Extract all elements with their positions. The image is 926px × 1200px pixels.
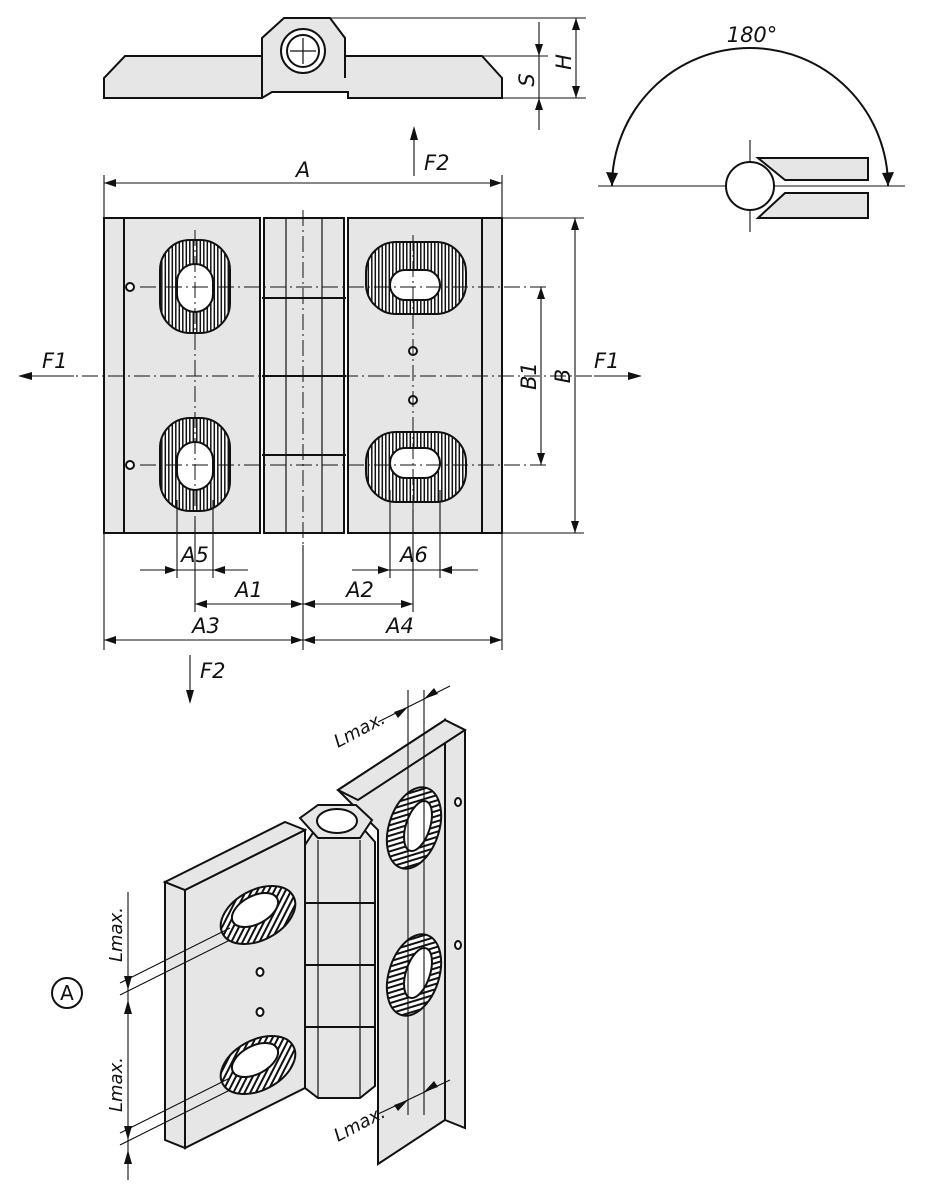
- dim-label-A: A: [294, 158, 310, 182]
- rotation-arc: [611, 47, 889, 187]
- detail-marker-label: A: [60, 981, 74, 1005]
- rotation-view: [598, 47, 905, 232]
- dimension-A: [103, 175, 503, 218]
- dim-label-H: H: [552, 54, 576, 70]
- rotation-leaf-lower: [755, 192, 869, 219]
- lmax-label-top: Lmax.: [330, 708, 388, 752]
- force-label-F1-left: F1: [42, 349, 67, 373]
- iso-right-leaf-side: [444, 718, 466, 1130]
- iso-left-leaf-side: [164, 880, 186, 1150]
- iso-knuckle: [304, 824, 376, 1099]
- dim-label-A6: A6: [398, 543, 428, 567]
- dim-label-A4: A4: [384, 614, 414, 638]
- force-label-F1-right: F1: [594, 349, 619, 373]
- dim-label-A1: A1: [233, 578, 263, 602]
- force-label-F2-bottom: F2: [200, 659, 225, 683]
- force-F1-arrows: [18, 372, 642, 380]
- dim-label-A2: A2: [344, 578, 374, 602]
- dim-label-A3: A3: [190, 614, 220, 638]
- detail-marker-circle: [51, 977, 83, 1009]
- front-view: [30, 210, 630, 545]
- dimension-A3-A4: [104, 636, 502, 644]
- angle-label: 180°: [727, 23, 778, 47]
- dimension-A1-A2: [195, 600, 413, 608]
- iso-pin: [316, 808, 358, 834]
- dimension-A5: [140, 566, 248, 574]
- dimension-A6: [352, 566, 478, 574]
- dim-label-B1: B1: [517, 362, 541, 390]
- dimension-B: [502, 217, 584, 534]
- dim-label-B: B: [551, 369, 575, 383]
- dim-label-S: S: [515, 73, 539, 86]
- force-F2-top: [410, 126, 418, 176]
- rotation-pin: [725, 161, 775, 211]
- isometric-view: [119, 685, 468, 1180]
- rotation-leaf-upper: [755, 157, 869, 181]
- lmax-label-left-upper: Lmax.: [106, 907, 127, 962]
- lmax-label-left-lower: Lmax.: [106, 1057, 127, 1112]
- dim-label-A5: A5: [179, 543, 209, 567]
- side-view: [103, 17, 586, 130]
- force-F2-bottom: [186, 655, 194, 704]
- force-label-F2-top: F2: [424, 151, 449, 175]
